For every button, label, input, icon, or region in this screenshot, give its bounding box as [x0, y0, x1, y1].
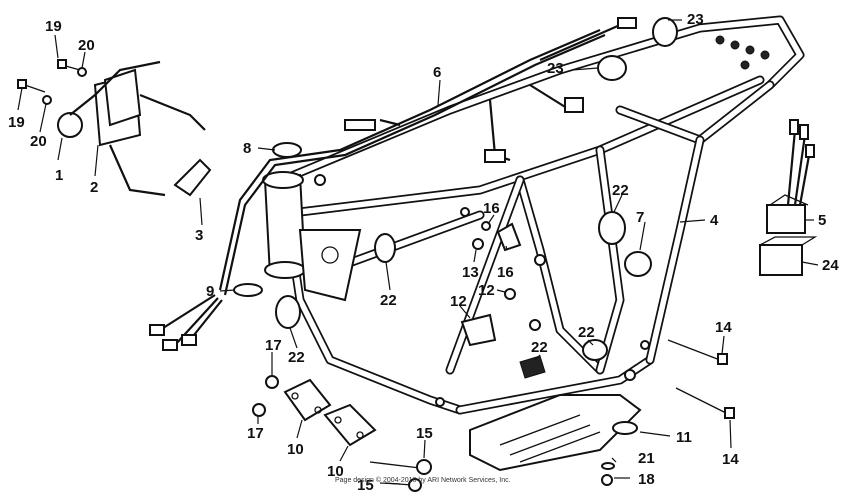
- callout-3: 3: [195, 227, 203, 244]
- callout-7: 4: [710, 212, 719, 229]
- callout-14-upper: 14: [715, 319, 732, 336]
- nuts-washers: [252, 375, 615, 486]
- leader-lines: [17, 19, 819, 485]
- callout-17-lower: 17: [247, 425, 264, 442]
- callout-22-center: 22: [380, 292, 397, 309]
- callout-15-lower: 15: [357, 477, 374, 494]
- callout-1: 1: [55, 167, 63, 184]
- callout-10-left: 10: [287, 441, 304, 458]
- callout-12-lower: 22: [531, 339, 548, 356]
- callout-18: 18: [638, 471, 655, 488]
- skid-plate: [469, 394, 642, 472]
- callout-4: 5: [818, 212, 826, 229]
- callout-12-upper: 12: [450, 293, 467, 310]
- callout-labels: 19 20 19 20 1 2 3 6 8 9 22 23 23 22 22 7…: [8, 11, 839, 494]
- callout-22-bottom: 22: [578, 324, 595, 341]
- cdi-unit: [17, 59, 212, 197]
- brackets: [460, 221, 546, 379]
- callout-8: 8: [243, 140, 251, 157]
- wiring-harness: [149, 17, 637, 351]
- frame-body: [262, 15, 805, 415]
- callout-22-rear-a: 22: [612, 182, 629, 199]
- callout-20-top: 20: [78, 37, 95, 54]
- copyright-text: Page design © 2004-2016 by ARI Network S…: [335, 476, 511, 484]
- engine-hanger-plates: [283, 378, 377, 447]
- callout-22-front: 22: [288, 349, 305, 366]
- callout-2: 2: [90, 179, 98, 196]
- callout-9: 9: [206, 283, 214, 300]
- clamps: [233, 17, 678, 361]
- callout-10-right: 10: [327, 463, 344, 480]
- callout-16-lower: 12: [478, 282, 495, 299]
- callout-14-lower: 14: [722, 451, 739, 468]
- callout-19-left: 19: [8, 114, 25, 131]
- callout-11: 11: [676, 429, 692, 446]
- electrical-boxes: [759, 119, 818, 276]
- callout-15-upper: 15: [416, 425, 433, 442]
- callout-23-top: 23: [687, 11, 704, 28]
- callout-13: 16: [497, 264, 514, 281]
- callout-21: 21: [638, 450, 655, 467]
- callout-19-top: 19: [45, 18, 62, 35]
- callout-24: 16: [483, 200, 500, 217]
- callout-17-upper: 17: [265, 337, 282, 354]
- callout-6: 6: [433, 64, 441, 81]
- callout-23-mid: 23: [547, 60, 564, 77]
- callout-20-left: 20: [30, 133, 47, 150]
- callout-5: 24: [822, 257, 839, 274]
- callout-16-upper: 13: [462, 264, 479, 281]
- callout-22-rear-b: 7: [636, 209, 644, 226]
